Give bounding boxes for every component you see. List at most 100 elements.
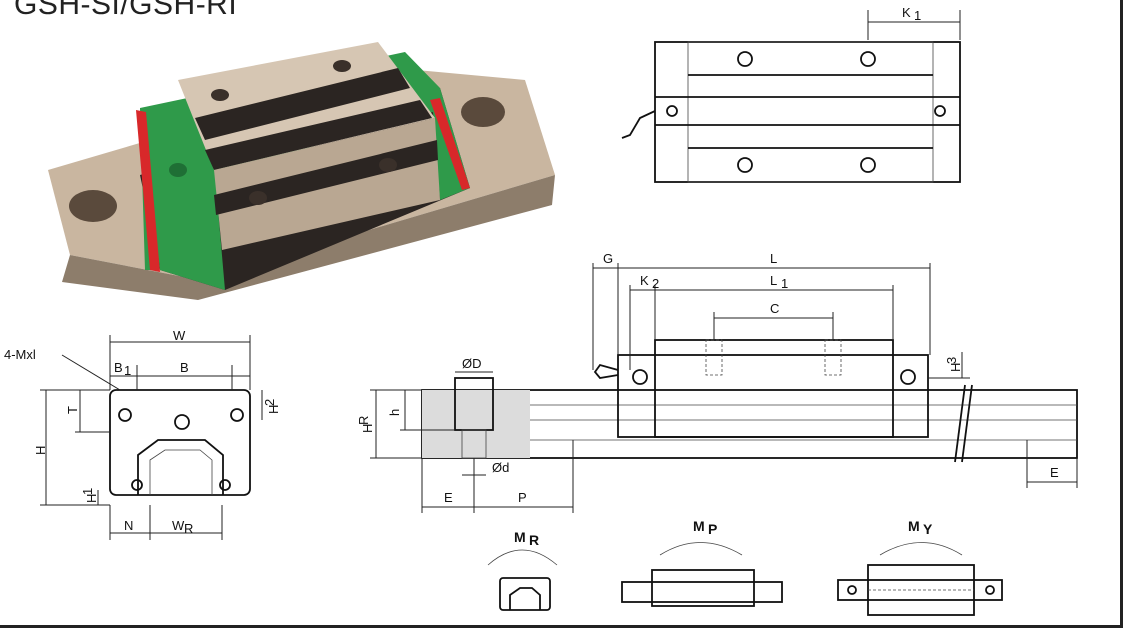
my-arc — [879, 542, 963, 556]
n-label: N — [124, 518, 133, 533]
od-label: ØD — [462, 356, 482, 371]
k2-label: K — [640, 273, 649, 288]
product-photo — [48, 42, 555, 300]
top-view-hole-3 — [737, 157, 753, 173]
block-bolt-hole-3 — [249, 191, 267, 205]
my-subscript: Y — [923, 521, 933, 537]
break-line-2 — [961, 384, 973, 463]
page-title: GSH-SI/GSH-RI — [14, 0, 238, 21]
moment-mr-figure: M R — [487, 529, 558, 611]
top-view-hole-1 — [737, 51, 753, 67]
top-view-hole-4 — [860, 157, 876, 173]
tapped-hole-1 — [705, 339, 723, 376]
front-view-hole-4 — [219, 479, 231, 491]
mp-block — [651, 569, 755, 607]
hr-label: H — [360, 424, 375, 433]
front-view-hole-3 — [131, 479, 143, 491]
top-view-hole-5 — [666, 105, 678, 117]
my-label: M — [908, 518, 920, 534]
block-bolt-hole-2 — [333, 60, 351, 72]
wr-label: W — [172, 518, 185, 533]
h3-subscript: 3 — [944, 357, 959, 364]
top-view-hole-2 — [860, 51, 876, 67]
side-view-grease-fitting — [593, 363, 619, 379]
front-view-block — [109, 389, 251, 496]
block-bolt-hole-4 — [379, 158, 397, 172]
frame-border-right — [1120, 0, 1123, 628]
top-view-block — [687, 41, 934, 183]
mxl-label: 4-Mxl — [4, 347, 36, 362]
h3-label: H — [948, 363, 963, 372]
t-label: T — [65, 406, 80, 414]
c-label: C — [770, 301, 779, 316]
my-hole-right — [985, 585, 995, 595]
mp-arc — [659, 542, 743, 556]
mr-label: M — [514, 529, 526, 545]
p-label: P — [518, 490, 527, 505]
mr-block — [499, 577, 551, 611]
end-seal-red-right — [430, 98, 470, 190]
h-label: H — [33, 446, 48, 455]
mr-arc — [487, 549, 558, 566]
h1-label: H — [84, 494, 99, 503]
mp-subscript: P — [708, 521, 717, 537]
h2-label: H — [266, 405, 281, 414]
tapped-hole-2 — [824, 339, 842, 376]
l1-label: L — [770, 273, 777, 288]
front-view-hole-2 — [230, 408, 244, 422]
b-label: B — [180, 360, 189, 375]
g-label: G — [603, 251, 613, 266]
front-view-rail-cutout — [137, 439, 224, 495]
mxl-leader — [61, 354, 121, 391]
e-right-label: E — [1050, 465, 1059, 480]
mr-subscript: R — [529, 532, 539, 548]
block-front-stripe — [214, 140, 438, 215]
grease-nipple — [169, 163, 187, 177]
od-small-label: Ød — [492, 460, 509, 475]
mp-label: M — [693, 518, 705, 534]
side-view-block-body — [654, 339, 894, 438]
wr-subscript: R — [184, 521, 193, 536]
k2-subscript: 2 — [652, 276, 659, 291]
end-seal-green-left — [140, 108, 225, 290]
rail-bolt-hole-left — [69, 190, 117, 222]
side-view-drawing: G L K 2 L 1 C H 3 ØD H R h Ø — [356, 251, 1078, 513]
break-line-1 — [954, 384, 966, 463]
front-view-hole-1 — [118, 408, 132, 422]
h1-subscript: 1 — [80, 488, 95, 495]
b1-label: B — [114, 360, 123, 375]
rail-side — [62, 175, 555, 300]
l-label: L — [770, 251, 777, 266]
frame-border-bottom — [0, 625, 1123, 628]
side-view-block — [617, 354, 929, 438]
hr-subscript: R — [356, 416, 371, 425]
top-view-grease-fitting — [621, 110, 656, 139]
block-top-stripe-1 — [195, 68, 410, 140]
b1-subscript: 1 — [124, 363, 131, 378]
moment-mp-figure: M P — [621, 518, 783, 607]
moment-my-figure: M Y — [837, 518, 1003, 616]
front-view-rail — [149, 449, 213, 495]
w-label: W — [173, 328, 186, 343]
block-top-stripe-2 — [205, 100, 432, 170]
e-left-label: E — [444, 490, 453, 505]
mp-rail — [621, 581, 783, 603]
k1-label: K — [902, 5, 911, 20]
mr-rail — [509, 587, 541, 610]
my-rail — [837, 579, 1003, 601]
side-view-hole-right — [900, 369, 916, 385]
rail-section-shade — [422, 390, 530, 458]
block-bolt-hole-1 — [211, 89, 229, 101]
h-small-label: h — [387, 409, 402, 416]
top-view-outline — [654, 41, 961, 183]
h2-subscript: 2 — [262, 399, 277, 406]
k1-subscript: 1 — [914, 8, 921, 23]
top-view-hole-6 — [934, 105, 946, 117]
side-view-hole-left — [632, 369, 648, 385]
rail-bolt-hole-right — [461, 97, 505, 127]
l1-subscript: 1 — [781, 276, 788, 291]
top-view-drawing: K 1 — [621, 5, 961, 183]
front-view-drawing: W B 1 B 4-Mxl T H 2 H H 1 N W R — [4, 328, 281, 540]
